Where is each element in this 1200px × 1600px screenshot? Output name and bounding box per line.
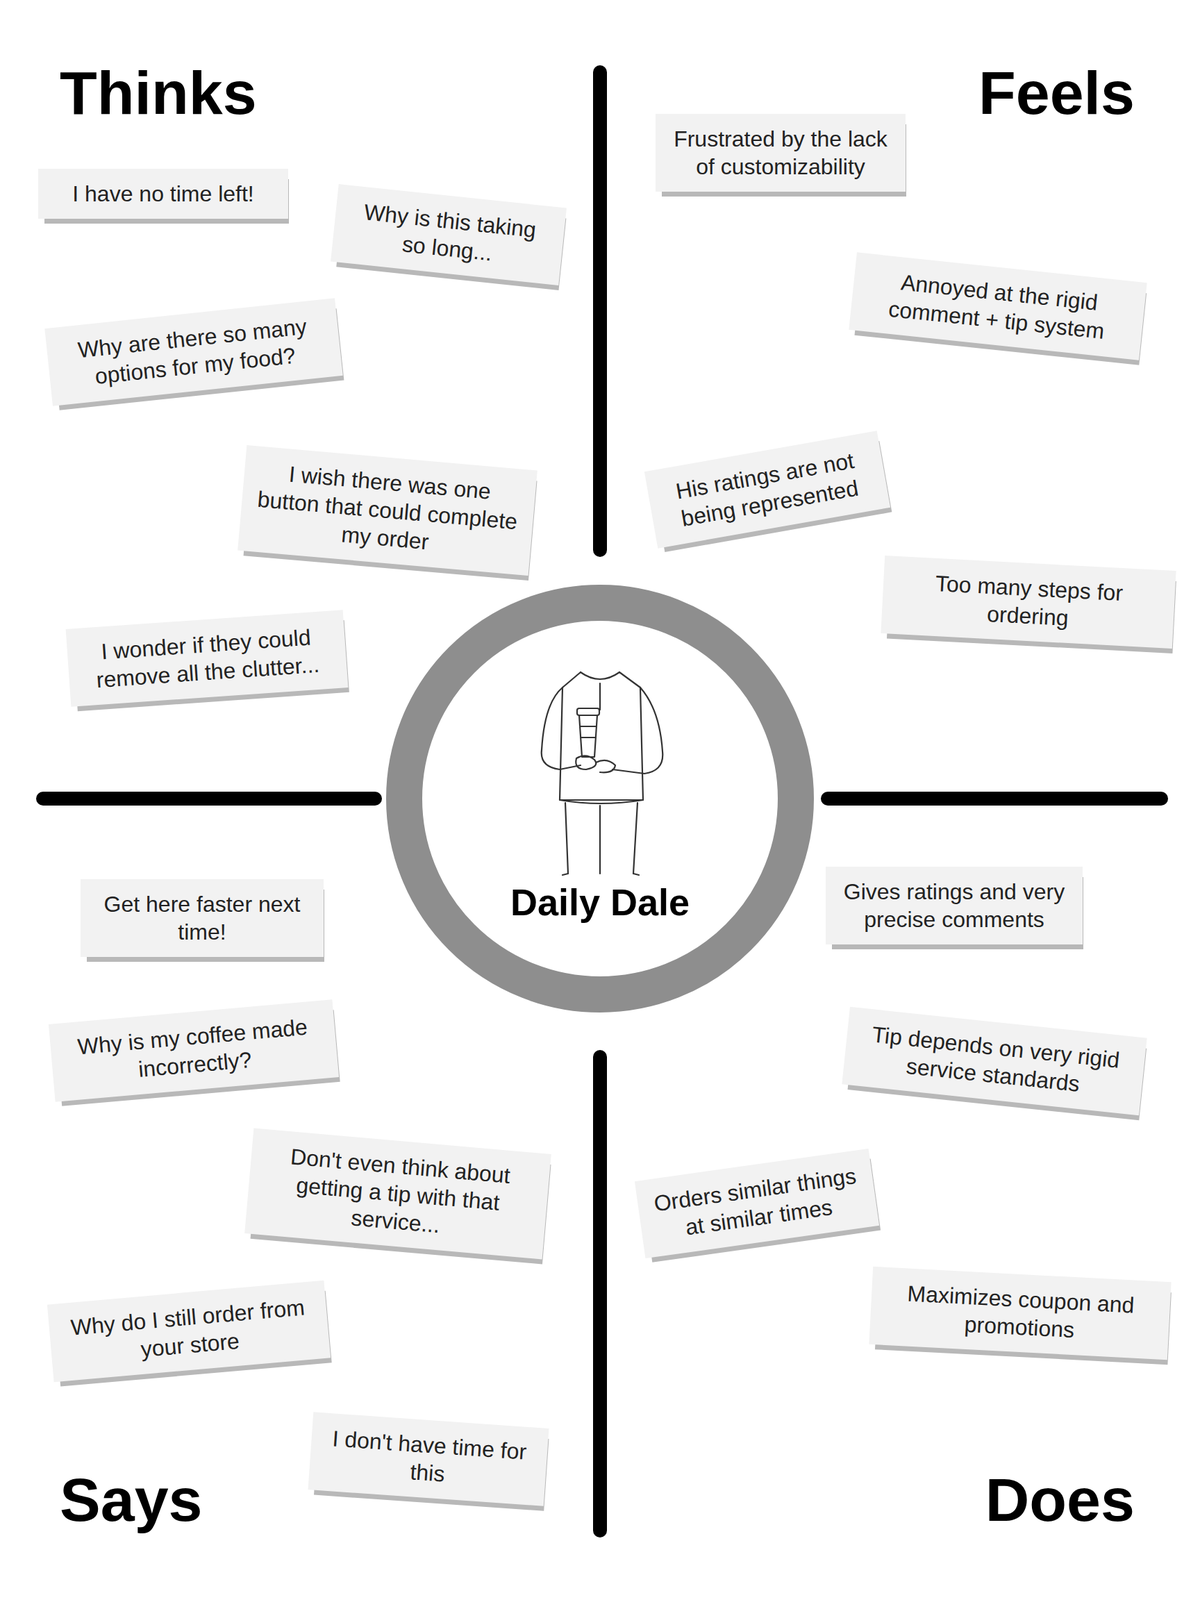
cup xyxy=(579,715,598,757)
quadrant-heading: Feels xyxy=(978,59,1135,128)
sticky-note: Gives ratings and very precise comments xyxy=(825,866,1083,945)
torso xyxy=(559,687,644,800)
note-text: Why is this taking so long... xyxy=(347,196,551,273)
ring xyxy=(404,602,796,995)
persona-ring xyxy=(386,584,814,1013)
quadrant-heading: Says xyxy=(59,1466,203,1535)
sticky-note: I wish there was one button that could c… xyxy=(237,445,538,576)
divider-lines xyxy=(43,72,1162,1531)
feet xyxy=(562,873,639,875)
quadrant-heading: Does xyxy=(985,1466,1135,1535)
note-text: I wish there was one button that could c… xyxy=(253,457,521,564)
divider-line xyxy=(43,791,375,806)
sticky-note: Tip depends on very rigid service standa… xyxy=(841,1006,1147,1116)
collar xyxy=(580,672,620,680)
right-arm xyxy=(612,687,663,774)
note-text: Orders similar things at similar times xyxy=(651,1161,863,1246)
sticky-note: I don't have time for this xyxy=(308,1411,550,1506)
waistband xyxy=(559,800,644,804)
sticky-note: Maximizes coupon and promotions xyxy=(868,1266,1171,1360)
divider-line xyxy=(593,1056,607,1531)
sticky-note: I have no time left! xyxy=(38,168,289,219)
sticky-note: Why is this taking so long... xyxy=(330,184,567,286)
divider-line xyxy=(827,791,1162,806)
persona-circle: Daily Dale xyxy=(386,584,814,1013)
legs xyxy=(565,802,638,874)
hand xyxy=(575,755,596,770)
quadrant-heading: Thinks xyxy=(59,59,257,128)
note-text: I have no time left! xyxy=(53,179,273,208)
zipper xyxy=(599,683,601,710)
sticky-note: Frustrated by the lack of customizabilit… xyxy=(655,113,906,192)
sticky-note: Get here faster next time! xyxy=(80,879,324,957)
note-text: Don't even think about getting a tip wit… xyxy=(261,1140,536,1247)
hand xyxy=(595,760,616,773)
cup-lid xyxy=(577,708,600,716)
shoulders xyxy=(562,672,641,688)
sketch-lines xyxy=(541,672,664,875)
note-text: His ratings are not being represented xyxy=(661,444,873,535)
cup-sleeve xyxy=(579,726,597,738)
note-text: I don't have time for this xyxy=(324,1424,534,1494)
note-text: Get here faster next time! xyxy=(95,890,309,946)
sticky-note: Annoyed at the rigid comment + tip syste… xyxy=(848,252,1147,360)
persona-name: Daily Dale xyxy=(386,881,814,923)
sticky-note: Why are there so many options for my foo… xyxy=(44,297,343,406)
left-arm xyxy=(541,687,581,770)
sticky-note: Too many steps for ordering xyxy=(880,555,1176,649)
sticky-note: I wonder if they could remove all the cl… xyxy=(65,609,349,707)
sticky-note: Why is my coffee made incorrectly? xyxy=(48,999,339,1102)
note-text: Maximizes coupon and promotions xyxy=(884,1278,1156,1348)
divider-line xyxy=(593,72,607,550)
note-text: I wonder if they could remove all the cl… xyxy=(81,622,333,696)
note-text: Too many steps for ordering xyxy=(896,567,1161,637)
sticky-note: Orders similar things at similar times xyxy=(634,1148,880,1259)
note-text: Why is my coffee made incorrectly? xyxy=(64,1011,323,1090)
sticky-note: Don't even think about getting a tip wit… xyxy=(244,1128,552,1260)
person-sketch xyxy=(495,668,705,877)
note-text: Annoyed at the rigid comment + tip syste… xyxy=(865,265,1131,348)
sticky-note: His ratings are not being represented xyxy=(644,430,891,548)
note-text: Frustrated by the lack of customizabilit… xyxy=(670,125,891,181)
sticky-note: Why do I still order from your store xyxy=(47,1280,331,1382)
note-text: Gives ratings and very precise comments xyxy=(840,877,1068,934)
note-text: Why are there so many options for my foo… xyxy=(61,311,327,394)
note-text: Why do I still order from your store xyxy=(63,1293,315,1371)
note-text: Tip depends on very rigid service standa… xyxy=(858,1019,1131,1103)
